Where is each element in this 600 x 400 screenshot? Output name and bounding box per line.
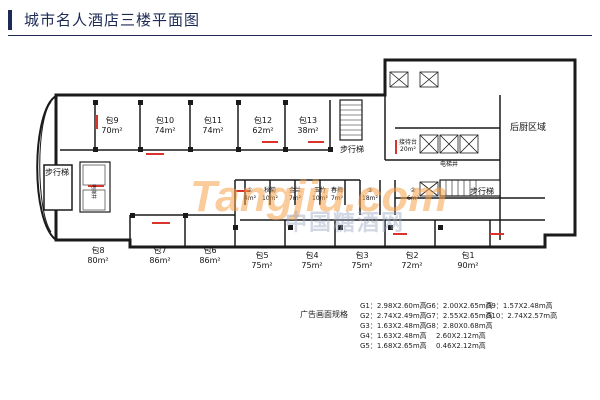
watermark-cn: 中国糖酒网 [285, 210, 406, 236]
room-bao4-area: 75m² [301, 261, 322, 270]
label-kitchen: 后厨区域 [510, 121, 546, 133]
room-yuzhu-name: 玉竹 [314, 186, 326, 194]
room-yuzhu-area: 10m² [312, 195, 328, 202]
room-chunmei-area: 7m² [331, 195, 344, 202]
room-jinlan-area: 7m² [289, 195, 302, 202]
room-bao5-name: 包5 [255, 250, 268, 260]
room-bao9-name: 包9 [105, 115, 118, 125]
room-r1-name: ① [247, 187, 252, 194]
room-bao6-name: 包6 [203, 245, 216, 255]
right-stair [439, 179, 501, 197]
room-bao6-area: 86m² [199, 256, 220, 265]
floor-plan: 包9 70m² 包10 74m² 包11 74m² 包12 62m² 包13 3… [36, 58, 577, 270]
room-r3-area: 18m² [362, 195, 378, 202]
label-stairs-center: 步行梯 [340, 144, 364, 154]
columns [93, 100, 443, 230]
room-bao5-area: 75m² [251, 261, 272, 270]
legend-item: G3：1.63X2.48m高 [360, 322, 427, 330]
room-bao8-name: 包8 [91, 245, 104, 255]
waiting-desk-name: 接待台 [399, 138, 417, 146]
room-bao9-area: 70m² [101, 126, 122, 135]
page-title: 城市名人酒店三楼平面图 [24, 11, 201, 29]
legend-item: G1：2.98X2.60m高 [360, 302, 427, 310]
legend-item: 0.46X2.12m高 [436, 342, 486, 350]
outer-walls [36, 58, 577, 249]
room-bao12-name: 包12 [254, 115, 272, 125]
label-stairs-left: 步行梯 [45, 167, 69, 177]
room-labels: 包9 70m² 包10 74m² 包11 74m² 包12 62m² 包13 3… [87, 115, 478, 270]
waiting-desk-area: 20m² [400, 146, 416, 153]
room-r2-name: ② [410, 187, 416, 194]
ad-position-markers [88, 115, 504, 235]
label-shaft-left: 电梯井 [90, 184, 97, 199]
room-qiuju-name: 秋菊 [264, 186, 276, 194]
room-r2-area: 6m² [407, 195, 420, 202]
room-bao11-name: 包11 [204, 115, 222, 125]
legend-item: 2.60X2.12m高 [436, 332, 486, 340]
small-room-labels: ① 4m² 秋菊 10m² 金兰 7m² 玉竹 10m² 春梅 7m² ③ 18… [244, 138, 420, 202]
room-r3-name: ③ [367, 187, 372, 194]
page-header: 城市名人酒店三楼平面图 [0, 0, 600, 40]
room-bao10-area: 74m² [154, 126, 175, 135]
room-r1-area: 4m² [244, 195, 257, 202]
room-bao1-area: 90m² [457, 261, 478, 270]
center-stair [339, 99, 363, 141]
legend-item: G5：1.68X2.65m高 [360, 342, 427, 350]
room-bao13-area: 38m² [297, 126, 318, 135]
area-labels: 步行梯 步行梯 步行梯 后厨区域 电梯井 电梯井 [45, 121, 546, 199]
room-bao4-name: 包4 [305, 250, 318, 260]
room-bao1-name: 包1 [461, 250, 474, 260]
legend-title: 广告画面规格 [300, 310, 348, 319]
room-bao11-area: 74m² [202, 126, 223, 135]
legend-item: G10：2.74X2.57m高 [486, 312, 558, 320]
label-stairs-right: 步行梯 [470, 186, 494, 196]
label-shaft-center: 电梯井 [440, 160, 458, 168]
room-bao7-name: 包7 [153, 245, 166, 255]
title-underline [8, 35, 592, 36]
title-accent-bar [8, 10, 12, 30]
room-bao10-name: 包10 [156, 115, 174, 125]
legend-item: G9：1.57X2.48m高 [486, 302, 553, 310]
legend-item: G2：2.74X2.49m高 [360, 312, 427, 320]
elevator-shafts [389, 71, 479, 197]
room-jinlan-name: 金兰 [289, 186, 301, 194]
room-bao8-area: 80m² [87, 256, 108, 265]
room-chunmei-name: 春梅 [331, 186, 343, 194]
room-bao12-area: 62m² [252, 126, 273, 135]
room-bao7-area: 86m² [149, 256, 170, 265]
legend-item: G4：1.63X2.48m高 [360, 332, 427, 340]
room-bao2-name: 包2 [405, 250, 418, 260]
inner-walls [60, 95, 545, 247]
legend-item: G8：2.80X0.68m高 [426, 322, 493, 330]
room-qiuju-area: 10m² [262, 195, 278, 202]
room-bao3-area: 75m² [351, 261, 372, 270]
room-bao2-area: 72m² [401, 261, 422, 270]
room-bao13-name: 包13 [299, 115, 317, 125]
room-bao3-name: 包3 [355, 250, 368, 260]
legend-item: G7：2.55X2.65m高 [426, 312, 493, 320]
legend-item: G6：2.00X2.65m高 [426, 302, 493, 310]
watermark-brand: Tangjiu.com [190, 172, 448, 221]
